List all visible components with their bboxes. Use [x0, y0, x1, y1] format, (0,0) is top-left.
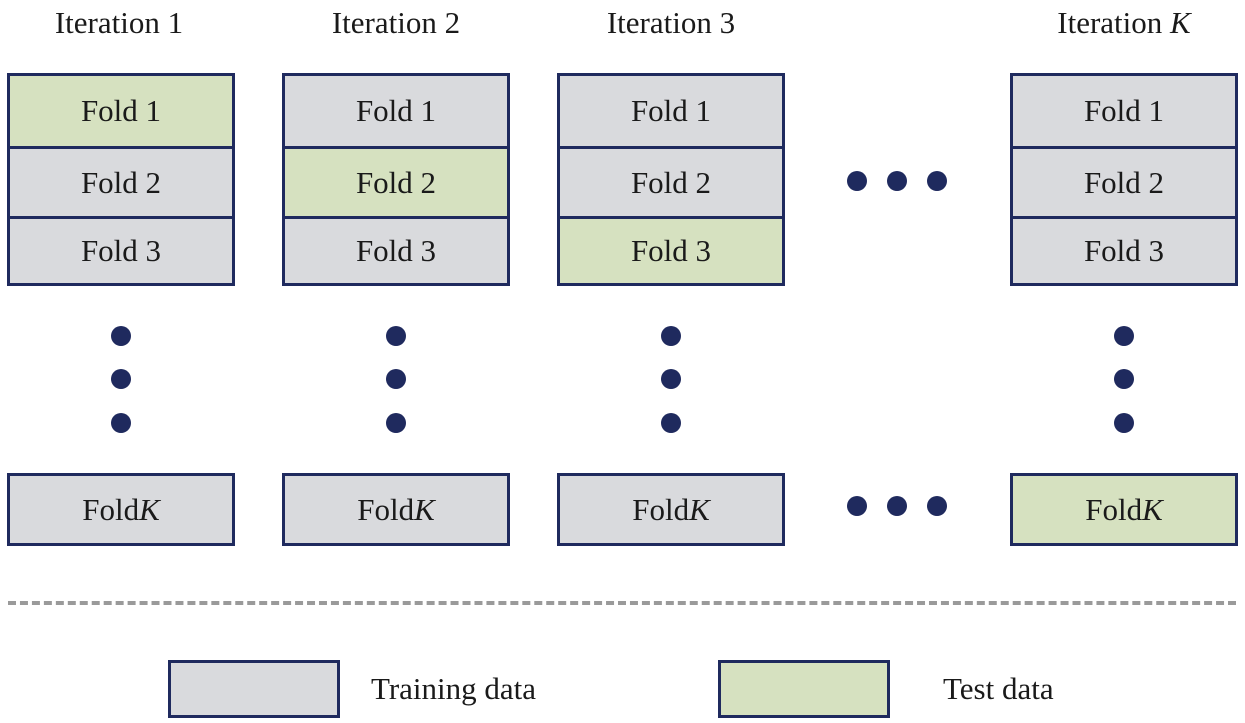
fold-1-cell: Fold 1 [560, 76, 782, 146]
iteration-title-prefix: Iteration [606, 5, 720, 40]
horizontal-ellipsis-dot [847, 496, 867, 516]
vertical-ellipsis-dot [111, 413, 131, 433]
fold-label: Fold 1 [1083, 93, 1165, 128]
iteration-title-number: 2 [444, 5, 461, 40]
fold-3-cell: Fold 3 [10, 216, 232, 283]
vertical-ellipsis-dot [661, 326, 681, 346]
fold-label: Fold 3 [630, 233, 712, 268]
iteration-title-prefix: Iteration [54, 5, 168, 40]
vertical-ellipsis-dot [386, 369, 406, 389]
fold-2-cell: Fold 2 [285, 146, 507, 216]
iteration-title-number: 3 [719, 5, 736, 40]
fold-variable: K [1142, 491, 1163, 527]
fold-k-cell-iteration-2: Fold K [282, 473, 510, 546]
fold-label: Fold 1 [355, 93, 437, 128]
fold-k-cell-iteration-1: Fold K [7, 473, 235, 546]
vertical-ellipsis-dot [1114, 326, 1134, 346]
iteration-title-number: 1 [167, 5, 184, 40]
horizontal-ellipsis-dot [887, 171, 907, 191]
fold-stack-iteration-2: Fold 1 Fold 2 Fold 3 [282, 73, 510, 286]
vertical-ellipsis-dot [111, 326, 131, 346]
fold-k-cell-iteration-3: Fold K [557, 473, 785, 546]
iteration-title-3: Iteration 3 [557, 0, 785, 46]
fold-label: Fold 2 [80, 164, 162, 200]
fold-label: Fold 3 [1083, 233, 1165, 268]
fold-label: Fold [1085, 491, 1143, 527]
fold-stack-iteration-k: Fold 1 Fold 2 Fold 3 [1010, 73, 1238, 286]
iteration-title-1: Iteration 1 [5, 0, 233, 46]
fold-label: Fold 1 [80, 93, 162, 128]
legend-test-label: Test data [943, 671, 1054, 706]
legend-training-label: Training data [371, 671, 537, 706]
fold-k-cell-iteration-k: Fold K [1010, 473, 1238, 546]
fold-label: Fold 2 [1083, 164, 1165, 200]
fold-label: Fold 1 [630, 93, 712, 128]
fold-2-cell: Fold 2 [560, 146, 782, 216]
vertical-ellipsis-dot [1114, 413, 1134, 433]
fold-label: Fold 2 [630, 164, 712, 200]
horizontal-ellipsis-dot [927, 171, 947, 191]
fold-2-cell: Fold 2 [10, 146, 232, 216]
legend-separator [8, 601, 1236, 605]
fold-3-cell: Fold 3 [560, 216, 782, 283]
fold-label: Fold [357, 491, 415, 527]
vertical-ellipsis-dot [111, 369, 131, 389]
horizontal-ellipsis-dot [887, 496, 907, 516]
legend-test-swatch [718, 660, 890, 718]
fold-label: Fold 2 [355, 164, 437, 200]
fold-1-cell: Fold 1 [10, 76, 232, 146]
fold-variable: K [414, 491, 435, 527]
legend-training-swatch [168, 660, 340, 718]
iteration-title-prefix: Iteration [1057, 5, 1171, 40]
horizontal-ellipsis-dot [927, 496, 947, 516]
vertical-ellipsis-dot [661, 413, 681, 433]
iteration-title-variable: K [1170, 5, 1191, 40]
fold-stack-iteration-1: Fold 1 Fold 2 Fold 3 [7, 73, 235, 286]
fold-label: Fold [82, 491, 140, 527]
fold-3-cell: Fold 3 [1013, 216, 1235, 283]
fold-stack-iteration-3: Fold 1 Fold 2 Fold 3 [557, 73, 785, 286]
fold-variable: K [689, 491, 710, 527]
fold-1-cell: Fold 1 [1013, 76, 1235, 146]
vertical-ellipsis-dot [661, 369, 681, 389]
fold-label: Fold [632, 491, 690, 527]
fold-3-cell: Fold 3 [285, 216, 507, 283]
fold-variable: K [139, 491, 160, 527]
iteration-title-k: Iteration K [1010, 0, 1238, 46]
fold-label: Fold 3 [355, 233, 437, 268]
vertical-ellipsis-dot [386, 413, 406, 433]
iteration-title-prefix: Iteration [331, 5, 445, 40]
vertical-ellipsis-dot [386, 326, 406, 346]
fold-1-cell: Fold 1 [285, 76, 507, 146]
horizontal-ellipsis-dot [847, 171, 867, 191]
vertical-ellipsis-dot [1114, 369, 1134, 389]
fold-label: Fold 3 [80, 233, 162, 268]
iteration-title-2: Iteration 2 [282, 0, 510, 46]
fold-2-cell: Fold 2 [1013, 146, 1235, 216]
